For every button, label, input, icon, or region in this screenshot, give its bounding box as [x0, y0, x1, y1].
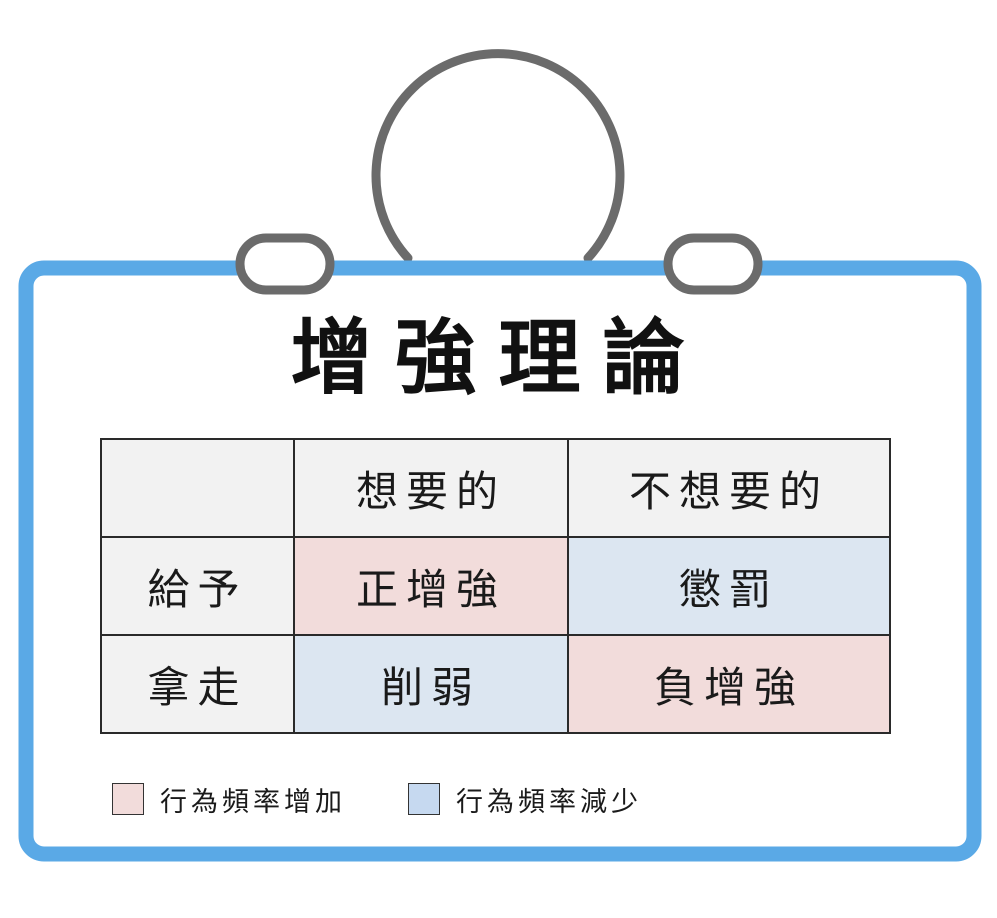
legend-increase-swatch [112, 783, 144, 815]
legend-increase-label: 行為頻率增加 [160, 786, 346, 818]
header-wanted-cell: 想要的 [293, 438, 569, 538]
row-label-give: 給予 [100, 536, 295, 636]
cell-punishment: 懲罰 [567, 536, 891, 636]
header-corner-cell [100, 438, 295, 538]
cell-negative-reinforcement: 負增強 [567, 634, 891, 734]
legend-decrease: 行為頻率減少 [408, 782, 642, 818]
header-unwanted-cell: 不想要的 [567, 438, 891, 538]
table-row: 給予 正增強 懲罰 [100, 536, 891, 636]
right-loop-icon [663, 233, 763, 295]
cell-extinction: 削弱 [293, 634, 569, 734]
legend-decrease-label: 行為頻率減少 [456, 786, 642, 818]
table-header-row: 想要的 不想要的 [100, 438, 891, 538]
legend-increase: 行為頻率增加 [112, 782, 346, 818]
left-loop-icon [235, 233, 335, 295]
hanger-ring-icon [371, 49, 625, 263]
reinforcement-table: 想要的 不想要的 給予 正增強 懲罰 拿走 削弱 負增強 [100, 438, 891, 734]
legend-decrease-swatch [408, 783, 440, 815]
table-row: 拿走 削弱 負增強 [100, 634, 891, 734]
diagram-title: 增強理論 [290, 310, 707, 406]
row-label-take: 拿走 [100, 634, 295, 734]
cell-positive-reinforcement: 正增強 [293, 536, 569, 636]
